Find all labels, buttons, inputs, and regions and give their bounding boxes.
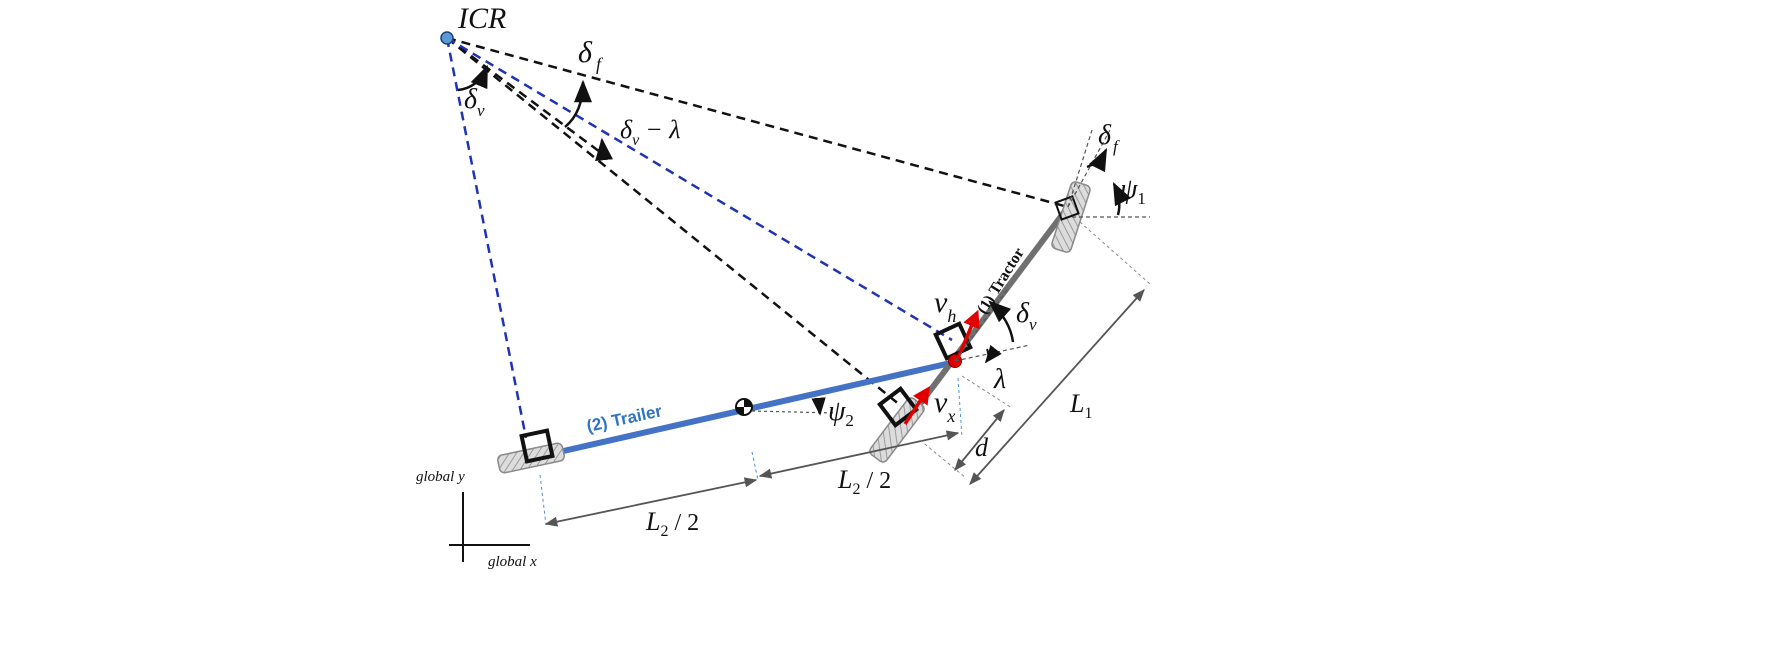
icr-to-trailer-axle-ray [445,37,528,439]
icr-to-rear-axle-ray [446,37,901,406]
delta-v-icr-arc [457,64,489,92]
delta-v-minus-lambda-label: δv− λ [620,115,681,149]
delta-v-lambda-icr-arc [595,137,613,162]
trailer-cg-icon [735,398,753,416]
trailer-axle-marker [519,428,555,464]
tractor-rear-axle-marker [876,385,920,429]
l1-label: L1 [1069,389,1092,422]
l2-half-ext-c [957,377,963,439]
d-ext-a [919,439,967,479]
delta-v-hitch-label: δv [1016,298,1037,334]
l2-half-ext-b [751,451,759,481]
psi2-reference-line [751,410,836,414]
psi1-arc [1112,181,1132,216]
psi2-angle-arc [811,397,826,416]
delta-f-wheel-arc [1086,147,1108,173]
icr-to-front-axle-ray [446,36,1069,209]
delta-f-icr-arc [564,79,592,128]
delta-f-reference-ray [446,36,601,154]
psi2-label: ψ2 [828,396,854,430]
icr-to-hitch-ray [446,36,953,342]
psi1-label: ψ1 [1120,174,1146,208]
l2-half-dimension-left [544,477,758,527]
global-x-label: global x [488,554,537,570]
d-label: d [975,433,989,462]
lambda-hitch-arc [984,344,1002,364]
l2-half-dimension-right [758,430,960,479]
l2-half-left-label: L2/ 2 [645,507,699,540]
lambda-label: λ [993,364,1006,395]
global-y-label: global y [416,469,465,485]
delta-v-icr-label: δv [464,84,485,120]
trailer-wheel [497,442,565,474]
icr-point [440,31,454,45]
l2-half-ext-a [539,474,547,526]
vh-label: vh [934,286,956,326]
tractor-front-axle-marker [1054,195,1080,221]
l1-dimension [969,289,1145,485]
l1-ext-a [1079,221,1151,285]
l2-half-right-label: L2/ 2 [837,465,891,498]
velocity-vx-arrow [903,386,930,425]
vx-label: vx [934,386,955,426]
icr-label: ICR [457,2,506,35]
